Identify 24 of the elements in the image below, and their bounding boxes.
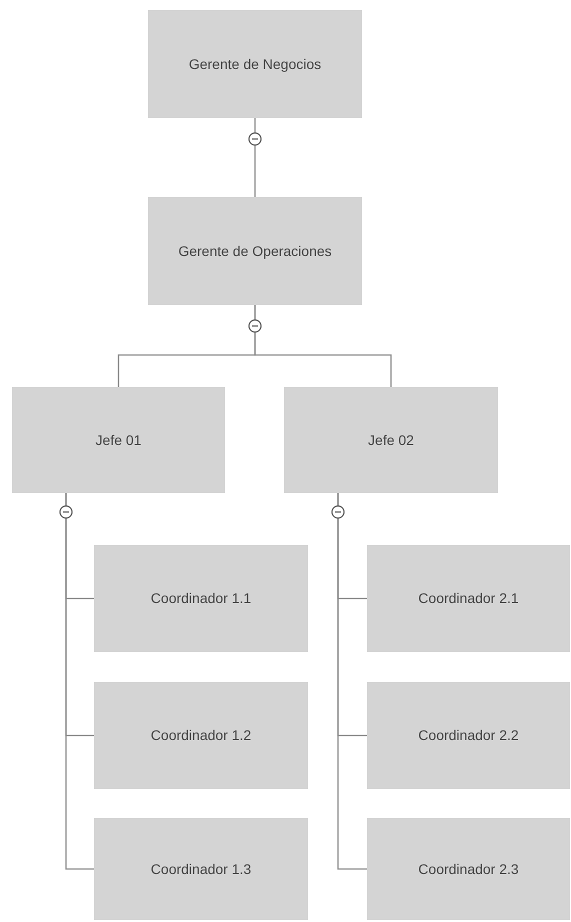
position-title: Coordinador 1.1 [150,589,252,608]
position-box [367,545,570,652]
position-box [367,818,570,920]
position-title: Gerente de Operaciones [178,242,332,260]
position-title: Gerente de Negocios [188,54,322,74]
connector-line [337,493,367,870]
connector-line [254,305,392,387]
position-title: Jefe 02 [368,430,414,450]
position-box [94,818,308,920]
position-title: Coordinador 2.2 [418,726,519,745]
position-box [94,682,308,789]
position-box [367,682,570,789]
connector-line [65,493,94,870]
position-title: Coordinador 2.1 [418,589,519,608]
position-box [284,387,498,493]
position-box [148,10,362,118]
position-title: Coordinador 1.3 [150,860,252,878]
position-box [94,545,308,652]
position-title: Coordinador 2.3 [418,860,519,878]
position-box [148,197,362,305]
position-title: Jefe 01 [96,430,142,450]
connector-line [254,118,256,197]
position-box [12,387,225,493]
position-title: Coordinador 1.2 [150,726,252,745]
